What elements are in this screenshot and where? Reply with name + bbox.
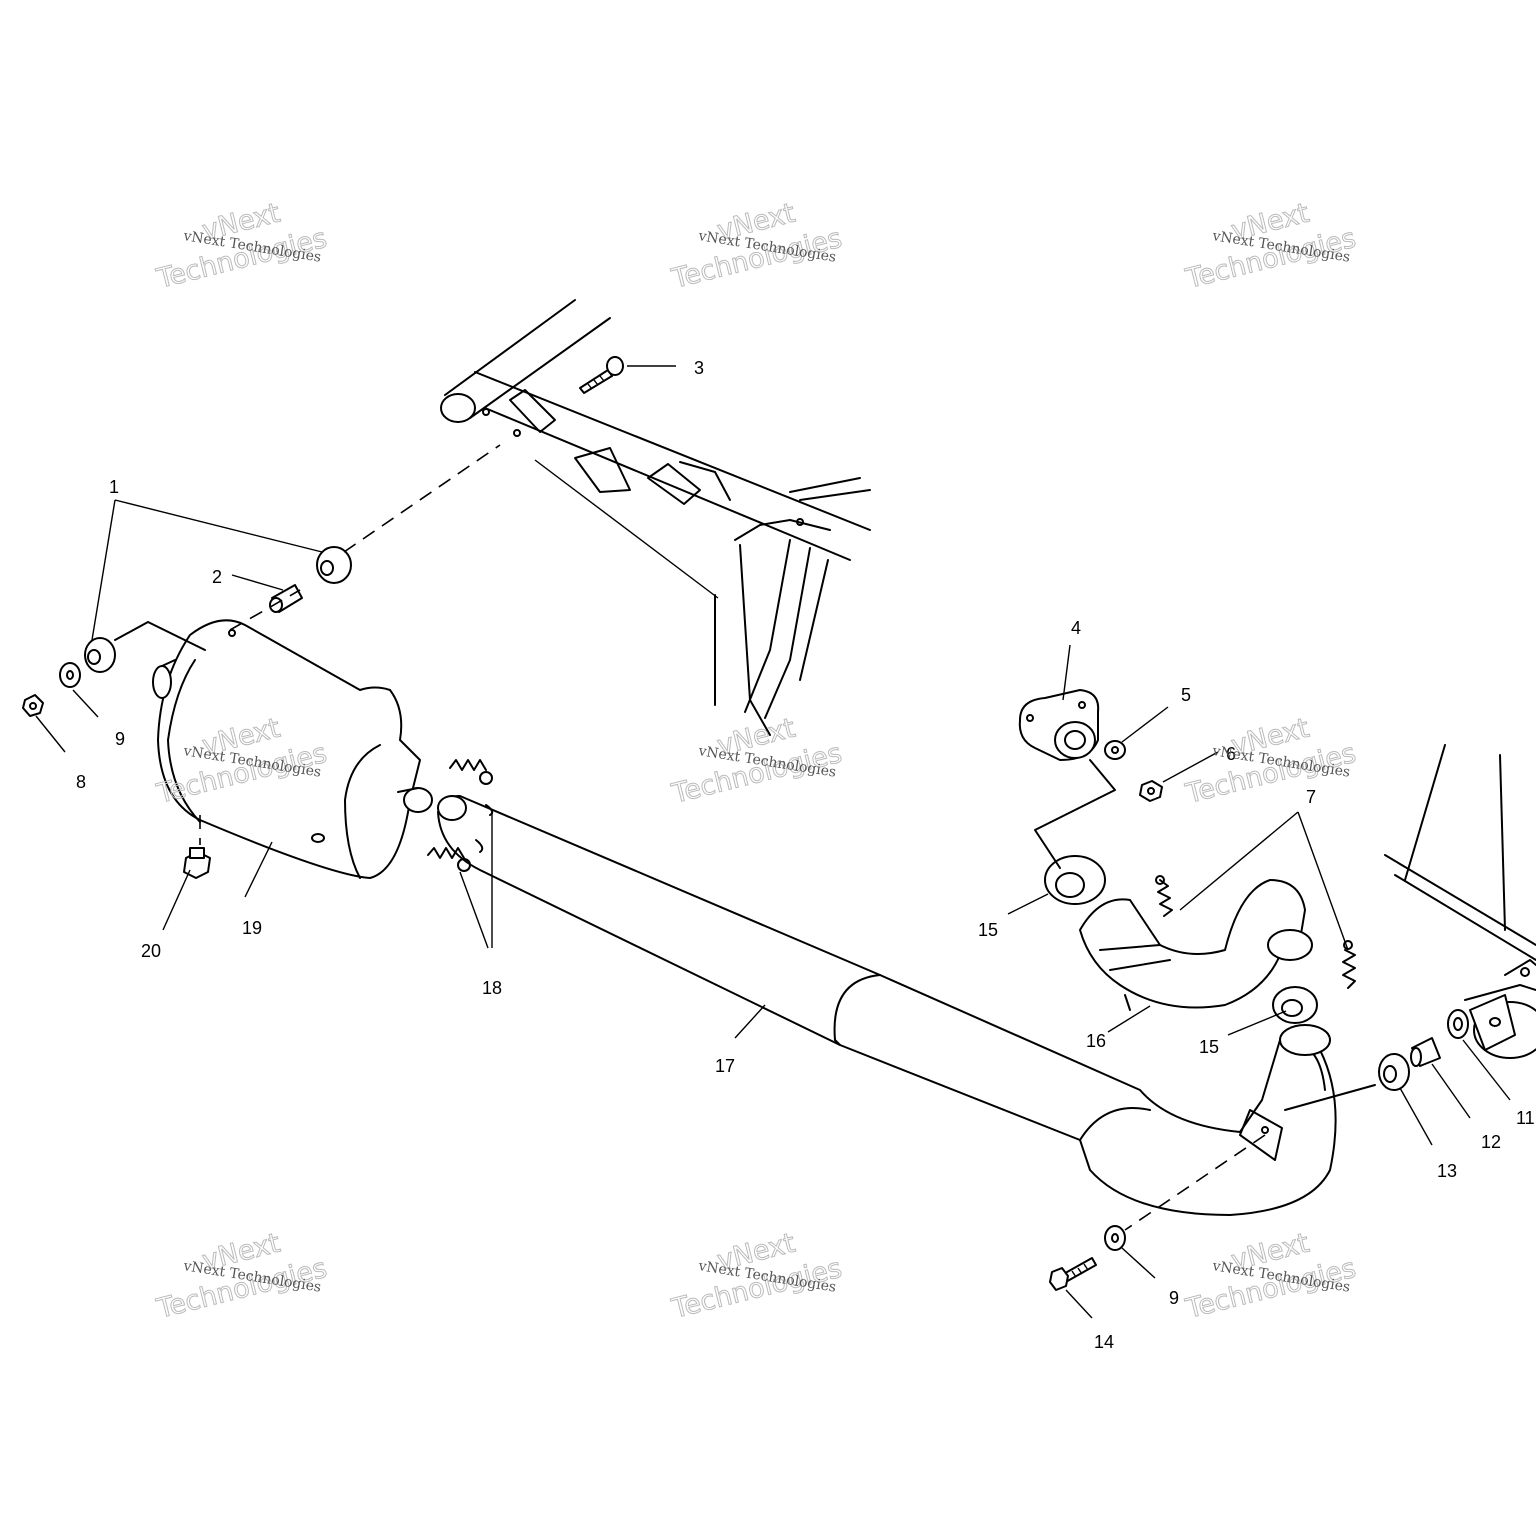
callout-11: 11 [1516, 1108, 1535, 1128]
watermark: vNext Technologies vNext Technologies [668, 197, 846, 295]
callout-12: 12 [1481, 1132, 1501, 1152]
callout-17: 17 [715, 1056, 735, 1076]
watermark: vNext Technologies vNext Technologies [1182, 1227, 1360, 1325]
callout-16: 16 [1086, 1031, 1106, 1051]
washer-9-left [59, 662, 81, 688]
drain-plug-20 [183, 847, 211, 879]
washer-9-right [1104, 1225, 1126, 1251]
callout-9-left: 9 [115, 729, 125, 749]
callout-6: 6 [1226, 744, 1236, 764]
callout-19: 19 [242, 918, 262, 938]
y-pipe-16 [1079, 879, 1313, 1011]
callout-9-right: 9 [1169, 1288, 1179, 1308]
callout-15-bottom: 15 [1199, 1037, 1219, 1057]
grommet-1-bottom [84, 637, 116, 673]
frame-crossmember [440, 299, 871, 736]
watermark: vNext Technologies vNext Technologies [668, 1227, 846, 1325]
callout-5: 5 [1181, 685, 1191, 705]
watermark: vNext Technologies vNext Technologies [153, 197, 331, 295]
callout-13: 13 [1437, 1161, 1457, 1181]
washer-11 [1447, 1009, 1469, 1039]
gasket-15-top [1044, 855, 1106, 905]
callout-15-top: 15 [978, 920, 998, 940]
exhaust-pipe [437, 794, 1337, 1216]
watermark: vNext Technologies vNext Technologies [1182, 197, 1360, 295]
assembly-lines [114, 444, 1376, 1231]
callout-20: 20 [141, 941, 161, 961]
grommet-1-top [316, 546, 352, 584]
screw-3 [579, 356, 624, 394]
watermark: vNext Technologies vNext Technologies [668, 712, 846, 810]
watermark: vNext Technologies vNext Technologies [153, 1227, 331, 1325]
gasket-15-bottom [1272, 986, 1318, 1024]
spring-18-bottom [427, 839, 484, 872]
muffler [152, 619, 433, 879]
callout-4: 4 [1071, 618, 1081, 638]
callout-18: 18 [482, 978, 502, 998]
callout-1: 1 [109, 477, 119, 497]
sleeve-2 [269, 584, 303, 613]
callout-3: 3 [694, 358, 704, 378]
callout-8: 8 [76, 772, 86, 792]
nut-8 [22, 694, 44, 717]
grommet-13 [1378, 1053, 1410, 1091]
callout-14: 14 [1094, 1332, 1114, 1352]
frame-rear-bracket [1384, 744, 1536, 1059]
bolt-14 [1049, 1257, 1097, 1291]
leader-lines [35, 365, 1511, 1319]
callout-2: 2 [212, 567, 222, 587]
spring-7-right [1342, 940, 1356, 989]
callout-labels: 1 2 3 4 5 6 7 8 9 9 11 12 13 14 15 15 16… [76, 358, 1535, 1352]
nut-6 [1139, 780, 1163, 802]
washer-5 [1104, 740, 1126, 760]
exhaust-flange-4 [1018, 689, 1100, 761]
sleeve-12 [1410, 1037, 1441, 1067]
spring-7-left [1155, 875, 1173, 917]
callout-7: 7 [1306, 787, 1316, 807]
watermark: vNext Technologies vNext Technologies [1182, 712, 1360, 810]
